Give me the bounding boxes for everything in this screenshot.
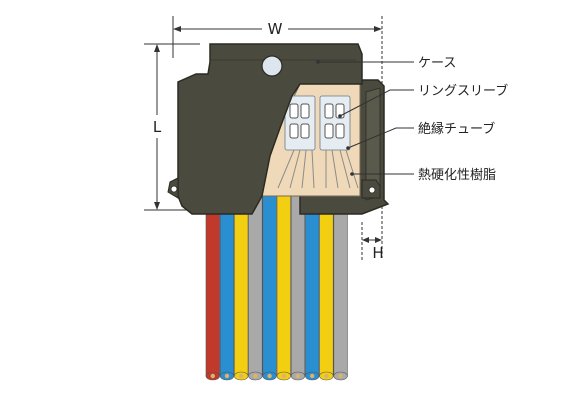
wire-core bbox=[310, 373, 315, 379]
wire-core bbox=[210, 373, 215, 379]
wire-blue bbox=[262, 185, 277, 377]
strand bbox=[339, 149, 351, 189]
dimension-arrows bbox=[154, 26, 382, 243]
strand bbox=[277, 149, 295, 189]
strand bbox=[311, 149, 315, 189]
wire-core bbox=[324, 373, 329, 379]
strand bbox=[289, 149, 301, 189]
leader-ring-sleeve bbox=[339, 89, 414, 117]
dimension-l-label: L bbox=[153, 118, 162, 136]
wire-core bbox=[338, 373, 343, 379]
ring-sleeve bbox=[324, 103, 334, 119]
wire-bundle bbox=[205, 185, 348, 381]
right-flange-hole bbox=[368, 186, 376, 194]
leader-dot bbox=[350, 172, 354, 176]
label-ring-sleeve: リングスリーブ bbox=[418, 83, 508, 99]
w-arrow-right bbox=[374, 26, 382, 32]
wire-core bbox=[239, 373, 244, 379]
ring-sleeve bbox=[300, 123, 310, 139]
dimension-h-label: H bbox=[372, 244, 383, 262]
leader-lines bbox=[318, 61, 414, 175]
wire-core bbox=[224, 373, 230, 379]
l-arrow-top bbox=[154, 44, 160, 52]
wire-core bbox=[295, 373, 301, 379]
case-hole bbox=[261, 55, 283, 77]
ring-sleeve bbox=[300, 103, 310, 119]
strand bbox=[345, 149, 359, 189]
leader-insulation-tube bbox=[347, 127, 414, 149]
conductor-strands bbox=[277, 149, 359, 189]
strand bbox=[301, 149, 307, 189]
ring-sleeve bbox=[324, 123, 334, 139]
leader-dot bbox=[346, 146, 350, 150]
left-flange-hole bbox=[170, 185, 178, 193]
label-case: ケース bbox=[418, 56, 456, 71]
wire-core bbox=[267, 373, 272, 379]
wire-core bbox=[281, 373, 286, 379]
l-arrow-bottom bbox=[154, 202, 160, 210]
label-insulation-tube: 絶縁チューブ bbox=[418, 121, 495, 137]
wire-yellow bbox=[276, 185, 291, 377]
strand bbox=[331, 149, 339, 189]
ring-sleeve bbox=[335, 123, 345, 139]
h-arrow-left bbox=[362, 237, 369, 243]
ring-sleeve bbox=[289, 123, 299, 139]
label-resin: 熱硬化性樹脂 bbox=[418, 168, 496, 183]
dimension-w-label: W bbox=[268, 20, 283, 38]
leader-dot bbox=[316, 60, 320, 64]
leader-dot bbox=[338, 114, 342, 118]
case-front bbox=[177, 43, 363, 215]
w-arrow-left bbox=[173, 26, 181, 32]
dimension-lines bbox=[144, 16, 383, 260]
tube-right bbox=[319, 95, 351, 151]
wire-core bbox=[253, 373, 258, 379]
h-arrow-right bbox=[375, 237, 382, 243]
ring-sleeve bbox=[289, 103, 299, 119]
